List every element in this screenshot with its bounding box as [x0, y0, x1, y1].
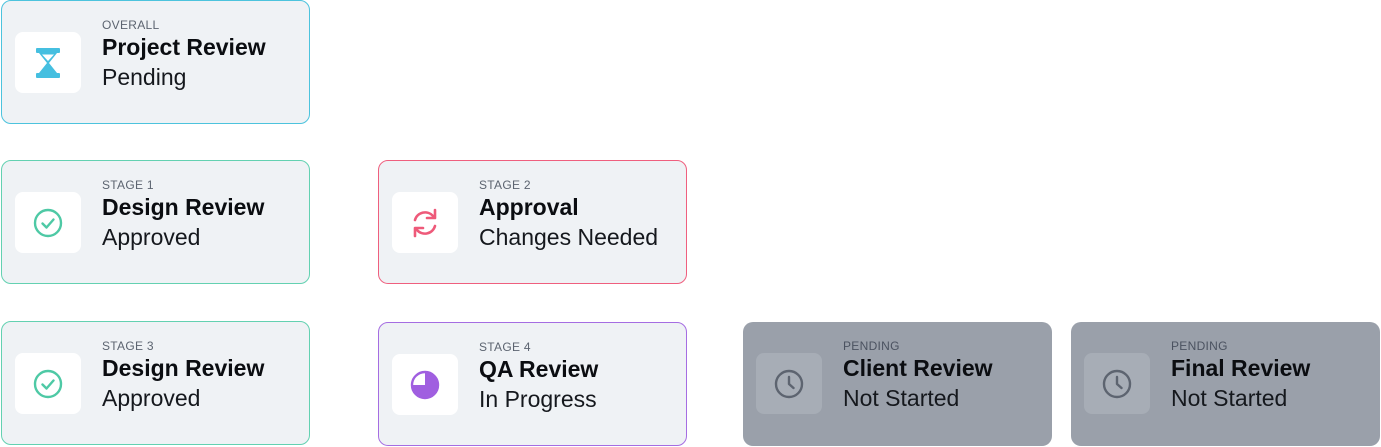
- clock-icon-box: [1084, 353, 1150, 414]
- stage-4-card[interactable]: STAGE 4 QA Review In Progress: [378, 322, 687, 446]
- clock-icon-box: [756, 353, 822, 414]
- check-circle-icon: [33, 208, 63, 237]
- card-title: Final Review: [1171, 355, 1311, 381]
- overall-status-card[interactable]: OVERALL Project Review Pending: [1, 0, 310, 124]
- card-kicker: STAGE 4: [479, 340, 531, 354]
- card-title: Design Review: [102, 194, 265, 220]
- card-status: Approved: [102, 224, 201, 250]
- refresh-icon-box: [392, 192, 458, 253]
- card-title: QA Review: [479, 356, 599, 382]
- card-title: Approval: [479, 194, 579, 220]
- stage-1-card[interactable]: STAGE 1 Design Review Approved: [1, 160, 310, 284]
- final-review-card[interactable]: PENDING Final Review Not Started: [1071, 322, 1380, 446]
- refresh-icon: [413, 208, 437, 237]
- stage-2-card[interactable]: STAGE 2 Approval Changes Needed: [378, 160, 687, 284]
- check-circle-icon-box: [15, 353, 81, 414]
- card-kicker: STAGE 2: [479, 178, 531, 192]
- card-status: Approved: [102, 385, 201, 411]
- check-circle-icon-box: [15, 192, 81, 253]
- clock-icon: [1102, 369, 1132, 398]
- hourglass-icon-box: [15, 32, 81, 93]
- check-circle-icon: [33, 369, 63, 398]
- card-title: Design Review: [102, 355, 265, 381]
- card-status: Not Started: [843, 385, 960, 411]
- card-status: Changes Needed: [479, 224, 659, 250]
- pie-progress-icon: [410, 370, 440, 399]
- card-kicker: OVERALL: [102, 18, 160, 32]
- card-kicker: STAGE 1: [102, 178, 154, 192]
- client-review-card[interactable]: PENDING Client Review Not Started: [743, 322, 1052, 446]
- pie-progress-icon-box: [392, 354, 458, 415]
- card-kicker: PENDING: [1171, 339, 1228, 353]
- card-status: Not Started: [1171, 385, 1288, 411]
- card-status: In Progress: [479, 386, 597, 412]
- card-title: Project Review: [102, 34, 266, 60]
- hourglass-icon: [36, 47, 60, 78]
- card-kicker: PENDING: [843, 339, 900, 353]
- card-kicker: STAGE 3: [102, 339, 154, 353]
- card-status: Pending: [102, 64, 187, 90]
- clock-icon: [774, 369, 804, 398]
- stage-3-card[interactable]: STAGE 3 Design Review Approved: [1, 321, 310, 445]
- card-title: Client Review: [843, 355, 993, 381]
